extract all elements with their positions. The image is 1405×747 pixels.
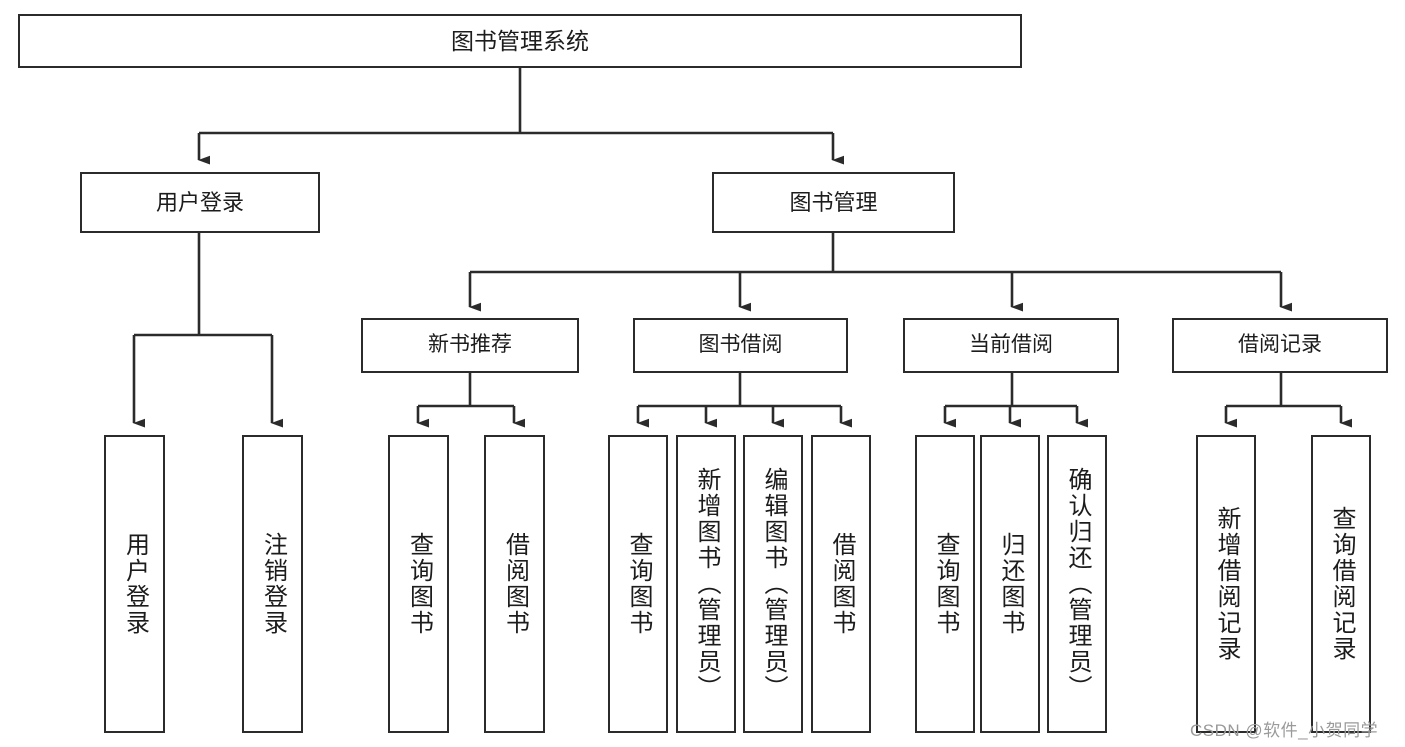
leaf-cb-return-book[interactable]: 归还图书 [980, 435, 1040, 733]
leaf-bb-borrow-book-label: 借阅图书 [828, 532, 855, 636]
node-book-management-label: 图书管理 [789, 189, 878, 215]
leaf-cb-confirm-return-admin-label: 确认归还（管理员） [1064, 467, 1091, 701]
node-book-borrow[interactable]: 图书借阅 [633, 318, 848, 373]
leaf-br-add-record[interactable]: 新增借阅记录 [1196, 435, 1256, 733]
node-new-book-recommend-label: 新书推荐 [428, 333, 512, 357]
node-user-login-label: 用户登录 [155, 189, 244, 215]
csdn-watermark: CSDN @软件_小贺同学 [1190, 721, 1379, 740]
leaf-bb-query-book-label: 查询图书 [625, 532, 652, 636]
leaf-bb-edit-book-admin-label: 编辑图书（管理员） [760, 467, 787, 701]
node-current-borrow[interactable]: 当前借阅 [903, 318, 1119, 373]
node-new-book-recommend[interactable]: 新书推荐 [361, 318, 579, 373]
node-root-label: 图书管理系统 [451, 27, 589, 54]
leaf-br-query-record-label: 查询借阅记录 [1328, 506, 1355, 662]
leaf-user-login-label: 用户登录 [121, 532, 149, 636]
node-current-borrow-label: 当前借阅 [969, 333, 1053, 357]
node-book-borrow-label: 图书借阅 [698, 333, 783, 357]
leaf-cb-confirm-return-admin[interactable]: 确认归还（管理员） [1047, 435, 1107, 733]
leaf-br-add-record-label: 新增借阅记录 [1213, 506, 1240, 662]
leaf-logout[interactable]: 注销登录 [242, 435, 303, 733]
leaf-nb-borrow-book[interactable]: 借阅图书 [484, 435, 545, 733]
leaf-bb-add-book-admin-label: 新增图书（管理员） [693, 467, 720, 701]
node-borrow-record[interactable]: 借阅记录 [1172, 318, 1388, 373]
leaf-nb-query-book-label: 查询图书 [405, 532, 433, 636]
node-book-management[interactable]: 图书管理 [712, 172, 955, 233]
leaf-bb-query-book[interactable]: 查询图书 [608, 435, 668, 733]
leaf-nb-borrow-book-label: 借阅图书 [501, 532, 529, 636]
node-user-login[interactable]: 用户登录 [80, 172, 320, 233]
leaf-cb-return-book-label: 归还图书 [997, 532, 1024, 636]
leaf-bb-edit-book-admin[interactable]: 编辑图书（管理员） [743, 435, 803, 733]
leaf-bb-add-book-admin[interactable]: 新增图书（管理员） [676, 435, 736, 733]
node-root-system[interactable]: 图书管理系统 [18, 14, 1022, 68]
leaf-user-login[interactable]: 用户登录 [104, 435, 165, 733]
leaf-br-query-record[interactable]: 查询借阅记录 [1311, 435, 1371, 733]
leaf-cb-query-book-label: 查询图书 [932, 532, 959, 636]
leaf-cb-query-book[interactable]: 查询图书 [915, 435, 975, 733]
leaf-logout-label: 注销登录 [259, 532, 287, 636]
node-borrow-record-label: 借阅记录 [1238, 333, 1322, 357]
leaf-nb-query-book[interactable]: 查询图书 [388, 435, 449, 733]
leaf-bb-borrow-book[interactable]: 借阅图书 [811, 435, 871, 733]
